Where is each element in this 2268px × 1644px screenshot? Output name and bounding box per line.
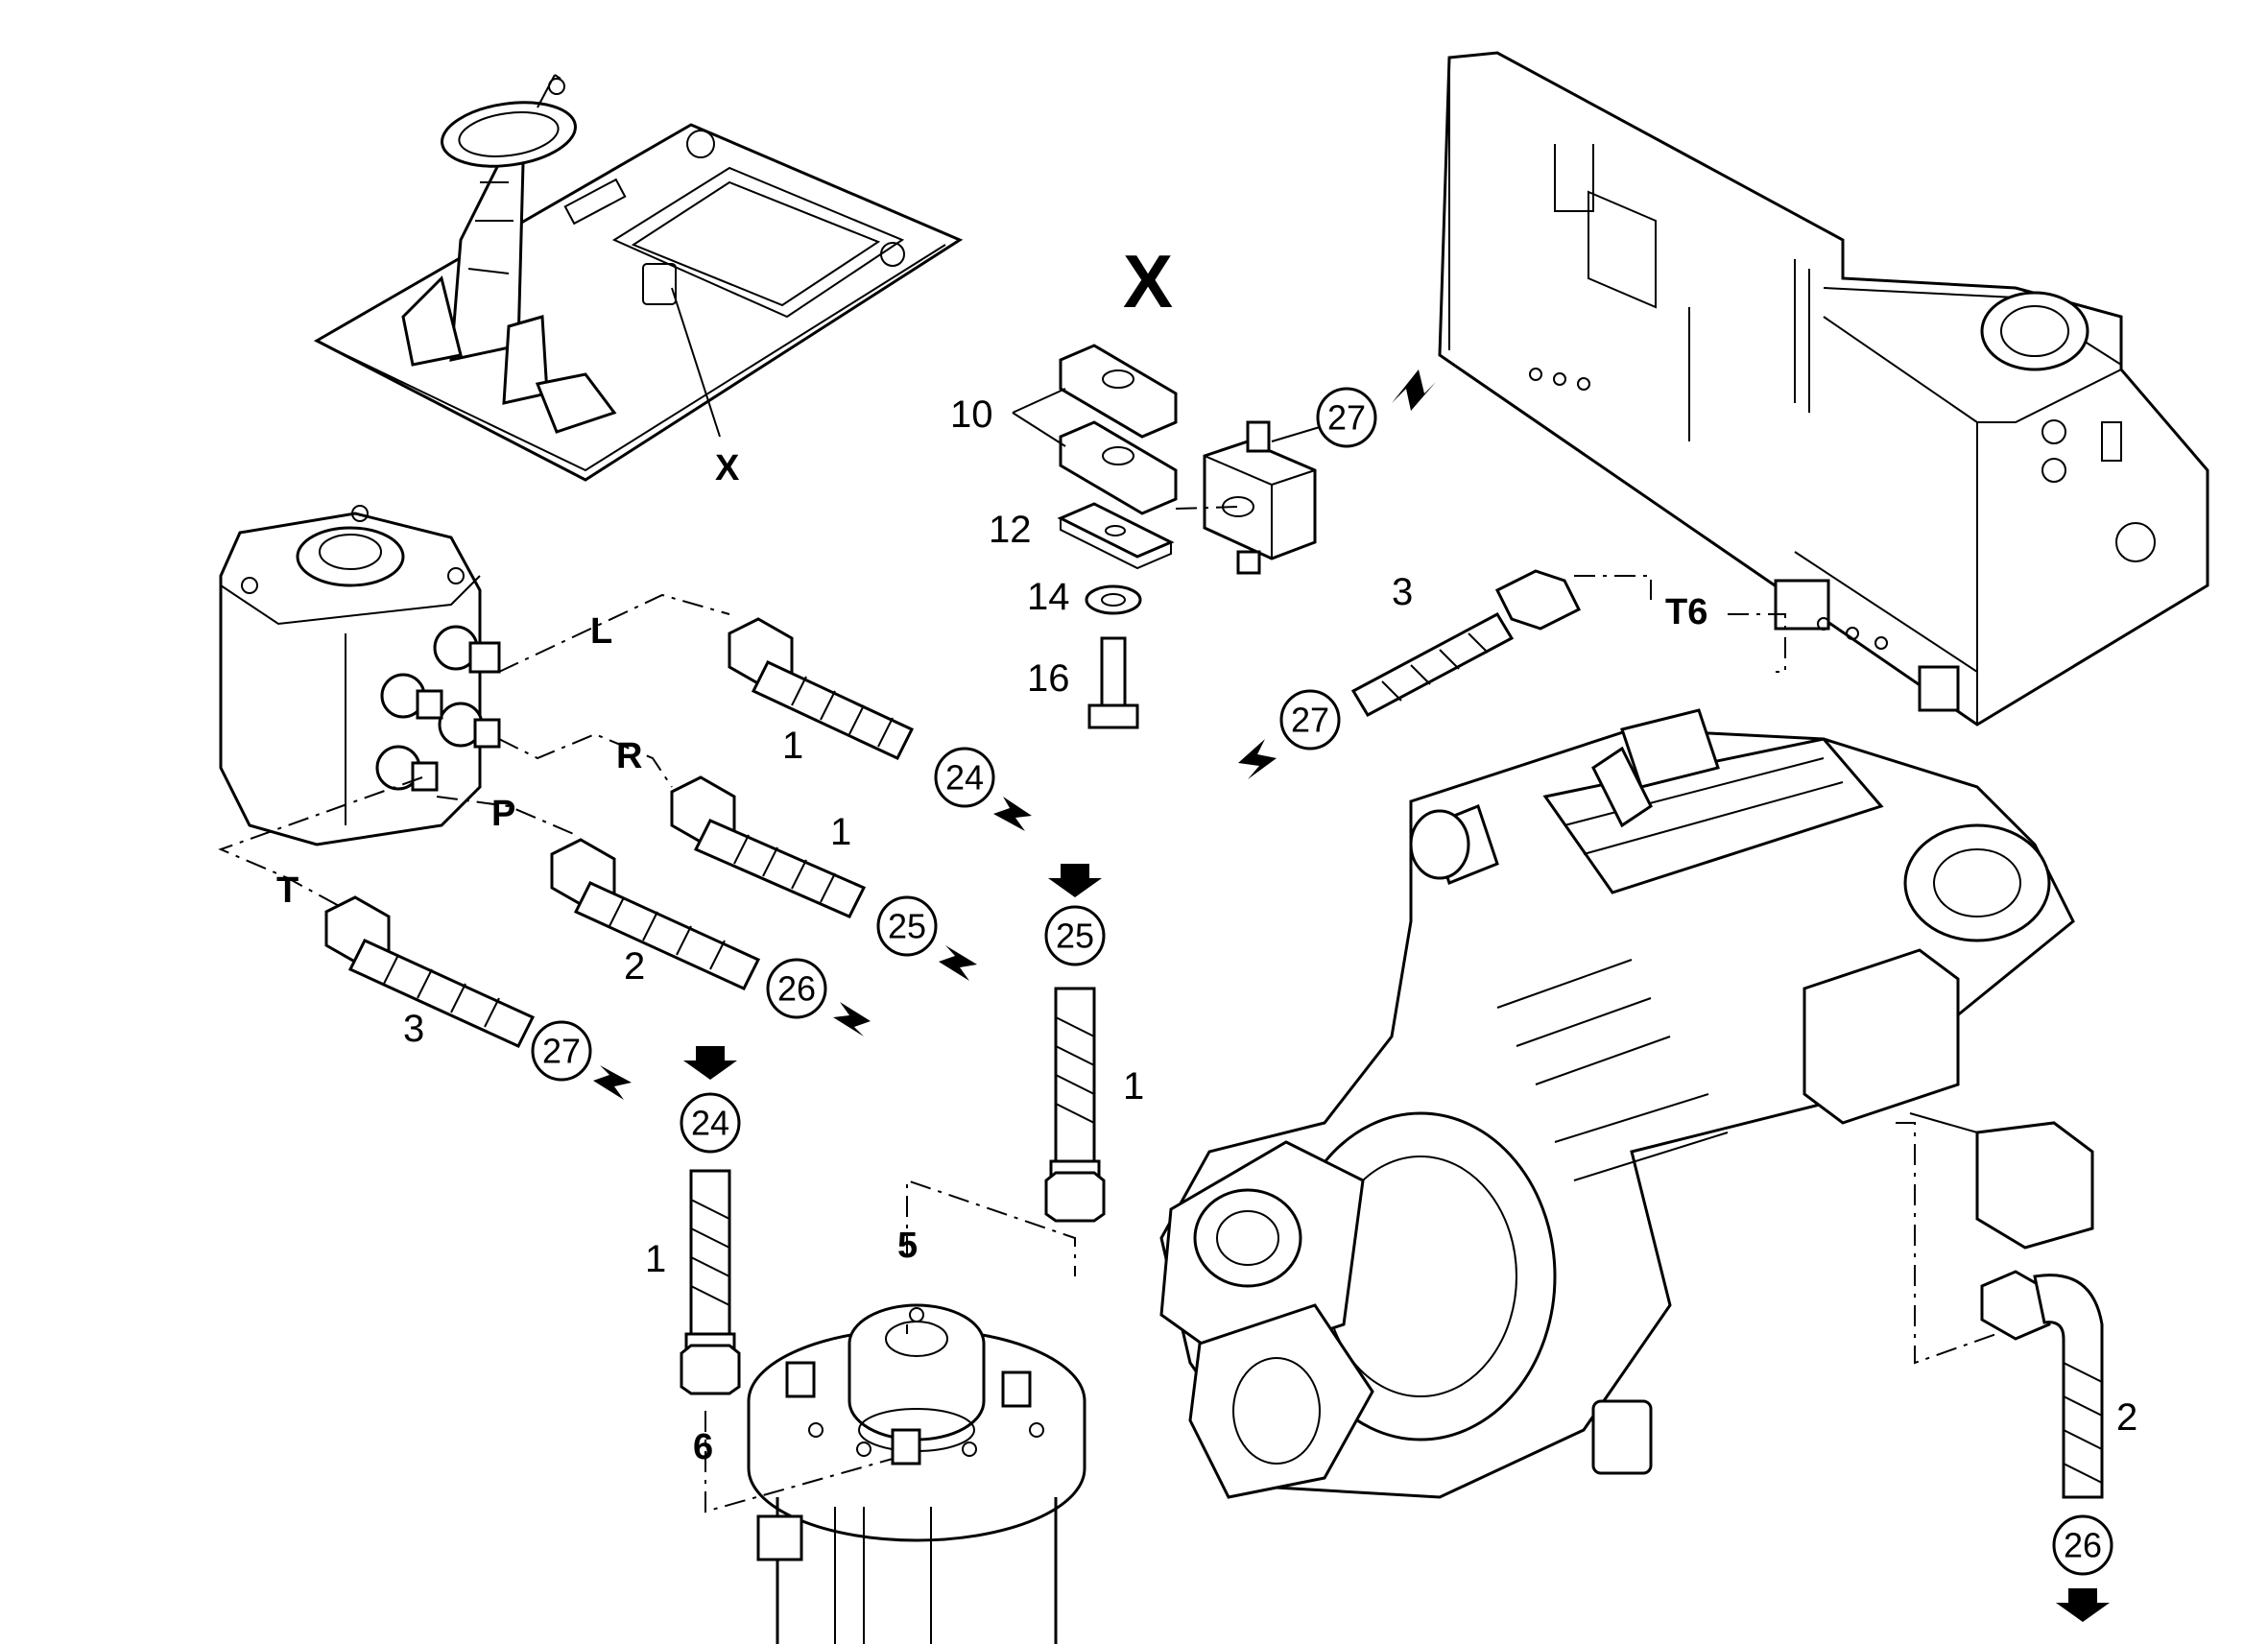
- machine-frame: [1438, 51, 2209, 727]
- arrow-down-icon: [1048, 864, 1102, 897]
- arrow-icon: [1392, 369, 1436, 411]
- port-P: [380, 673, 443, 720]
- svg-text:27: 27: [1291, 701, 1329, 740]
- hose-label-1-valve-25: 1: [1123, 1065, 1144, 1108]
- part-label-6: 6: [693, 1427, 713, 1467]
- arrow-down-icon: [2056, 1588, 2110, 1622]
- port-label-R: R: [616, 736, 642, 776]
- arrow-icon: [1238, 739, 1277, 779]
- callout-25-valve: 25: [1044, 905, 1106, 966]
- part-label-16: 16: [1027, 657, 1070, 700]
- arrow-icon: [593, 1065, 632, 1100]
- callout-25-R: 25: [876, 895, 938, 957]
- port-label-L: L: [590, 611, 612, 652]
- hose-label-1-L: 1: [782, 725, 803, 767]
- callout-26-P: 26: [766, 958, 827, 1019]
- svg-text:27: 27: [542, 1032, 581, 1071]
- hose-label-3-T: 3: [403, 1008, 424, 1050]
- hose-1-valve-24: [680, 1169, 741, 1395]
- hose-2-P: [550, 838, 761, 990]
- steering-unit: [219, 505, 501, 846]
- floor-plate-assembly: [313, 74, 964, 482]
- svg-text:26: 26: [777, 969, 816, 1009]
- hose-1-R: [670, 775, 867, 918]
- port-label-P: P: [491, 794, 515, 834]
- clamp-parts: [1012, 344, 1317, 729]
- svg-text:24: 24: [691, 1104, 729, 1143]
- hose-3-t6: [1350, 569, 1582, 717]
- valve-block: [747, 1303, 1086, 1644]
- hose-label-3-t6: 3: [1392, 571, 1413, 613]
- callout-27-t6: 27: [1279, 689, 1341, 751]
- part-label-10: 10: [950, 393, 993, 436]
- port-label-T6: T6: [1665, 592, 1707, 632]
- part-label-5: 5: [897, 1226, 918, 1266]
- detail-marker-plate: X: [715, 448, 740, 488]
- hose-2-engine: [1980, 1270, 2104, 1499]
- part-label-14: 14: [1027, 576, 1070, 618]
- svg-text:27: 27: [1327, 398, 1366, 438]
- engine-assembly: [1159, 708, 2094, 1499]
- port-L: [433, 625, 501, 674]
- port-R: [438, 702, 501, 749]
- callout-24-L: 24: [934, 747, 995, 808]
- arrow-down-icon: [683, 1046, 737, 1080]
- arrow-icon: [939, 945, 977, 981]
- arrow-icon: [833, 1002, 871, 1036]
- hose-label-1-valve-24: 1: [645, 1238, 666, 1280]
- hose-1-valve-25: [1044, 987, 1106, 1223]
- port-T: [375, 745, 439, 792]
- svg-text:25: 25: [1056, 917, 1094, 956]
- hose-1-L: [728, 617, 915, 760]
- arrow-icon: [993, 797, 1032, 831]
- callout-26-engine: 26: [2052, 1514, 2113, 1576]
- svg-text:26: 26: [2064, 1526, 2102, 1565]
- hose-label-2-engine: 2: [2116, 1396, 2137, 1439]
- callout-24-valve: 24: [680, 1092, 741, 1154]
- part-label-12: 12: [989, 509, 1032, 551]
- svg-text:24: 24: [945, 758, 984, 798]
- detail-marker-title: X: [1123, 239, 1173, 323]
- hose-3-T: [324, 895, 536, 1048]
- hose-label-1-R: 1: [830, 811, 851, 853]
- callout-27-clamp: 27: [1316, 387, 1377, 448]
- hose-label-2-P: 2: [624, 945, 645, 988]
- svg-text:25: 25: [888, 907, 926, 946]
- callout-27-T: 27: [531, 1020, 592, 1082]
- port-label-T: T: [276, 870, 298, 911]
